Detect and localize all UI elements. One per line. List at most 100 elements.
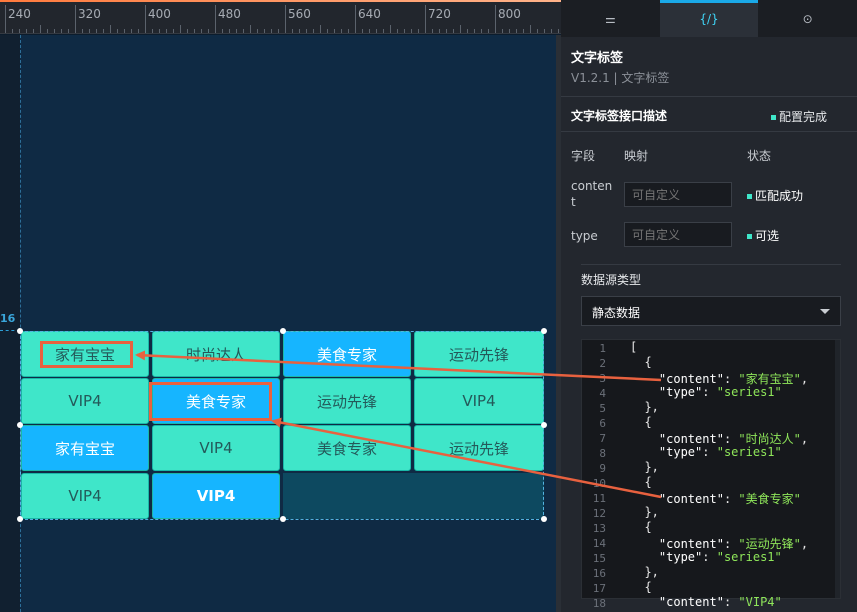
ruler-tick xyxy=(61,29,62,33)
highlight-box xyxy=(149,382,272,421)
ruler-tick xyxy=(5,5,6,33)
line-number: 17 xyxy=(592,582,606,595)
ruler-tick xyxy=(369,29,370,33)
component-version: V1.2.1 | 文字标签 xyxy=(571,71,670,85)
ruler-tick xyxy=(243,29,244,33)
resize-handle[interactable] xyxy=(17,516,23,522)
text-tag[interactable]: 运动先锋 xyxy=(414,425,544,471)
line-number: 18 xyxy=(592,597,606,610)
line-number: 2 xyxy=(599,357,606,370)
field-name: type xyxy=(571,229,598,243)
ruler-tick xyxy=(425,5,426,33)
text-tag[interactable]: 美食专家 xyxy=(283,425,411,471)
ruler-tick xyxy=(474,29,475,33)
ruler-tick xyxy=(187,29,188,33)
ruler-tick xyxy=(257,29,258,33)
code-line: { xyxy=(630,475,652,489)
ruler-tick xyxy=(418,29,419,33)
datasource-select[interactable]: 静态数据 xyxy=(581,296,841,326)
interface-status: 配置完成 xyxy=(770,108,827,125)
ruler-tick xyxy=(96,29,97,33)
field-name: conten t xyxy=(571,179,613,209)
text-tag[interactable]: VIP4 xyxy=(21,473,149,519)
sliders-icon: ⚌ xyxy=(604,11,616,26)
ruler-tick xyxy=(82,29,83,33)
ruler-tick xyxy=(544,29,545,33)
ruler-tick xyxy=(285,5,286,33)
ruler-tick xyxy=(278,29,279,33)
ruler-tick xyxy=(467,29,468,33)
ruler-label: 800 xyxy=(498,7,521,21)
line-number: 9 xyxy=(599,462,606,475)
code-line: "content": "美食专家" xyxy=(658,492,801,506)
tab-interaction[interactable]: ⊙ xyxy=(758,0,857,37)
ruler-tick xyxy=(411,29,412,33)
field-status: 匹配成功 xyxy=(747,187,803,204)
text-tag[interactable]: VIP4 xyxy=(152,425,280,471)
text-tag[interactable]: VIP4 xyxy=(414,378,544,424)
ruler-label: 560 xyxy=(288,7,311,21)
text-tag[interactable]: 运动先锋 xyxy=(283,378,411,424)
ruler-tick xyxy=(558,29,559,33)
ruler-tick xyxy=(320,25,321,33)
ruler-tick xyxy=(432,29,433,33)
code-line: }, xyxy=(630,505,659,519)
ruler-tick xyxy=(131,29,132,33)
ruler-tick xyxy=(222,29,223,33)
resize-handle[interactable] xyxy=(280,328,286,334)
resize-handle[interactable] xyxy=(17,422,23,428)
ruler-tick xyxy=(201,29,202,33)
line-number: 7 xyxy=(599,432,606,445)
divider xyxy=(581,264,841,265)
code-line: }, xyxy=(630,460,659,474)
ruler-tick xyxy=(537,29,538,33)
ruler-label: 640 xyxy=(358,7,381,21)
resize-handle[interactable] xyxy=(541,422,547,428)
code-line: { xyxy=(630,355,652,369)
ruler-tick xyxy=(19,29,20,33)
text-tag[interactable]: VIP4 xyxy=(21,378,149,424)
editor-scrollbar[interactable] xyxy=(835,340,840,598)
empty-cell xyxy=(283,473,544,519)
divider xyxy=(561,96,857,97)
ruler-tick xyxy=(180,25,181,33)
panel-divider[interactable] xyxy=(556,35,561,612)
ruler-tick xyxy=(509,29,510,33)
ruler-tick xyxy=(68,29,69,33)
guide-value: 16 xyxy=(0,312,16,325)
resize-handle[interactable] xyxy=(280,516,286,522)
divider xyxy=(561,131,857,132)
ruler-tick xyxy=(334,29,335,33)
ruler-tick xyxy=(89,29,90,33)
code-line: "content": "时尚达人", xyxy=(658,432,809,446)
header-field: 字段 xyxy=(571,149,596,163)
code-line: [ xyxy=(630,340,638,354)
ruler-tick xyxy=(460,25,461,33)
text-tag[interactable]: 家有宝宝 xyxy=(21,425,149,471)
ruler-tick xyxy=(348,29,349,33)
tab-data[interactable]: {/} xyxy=(659,0,759,37)
mapping-input-content[interactable] xyxy=(624,182,732,207)
ruler-tick xyxy=(47,29,48,33)
text-tag[interactable]: VIP4 xyxy=(152,473,280,519)
resize-handle[interactable] xyxy=(541,328,547,334)
tab-settings[interactable]: ⚌ xyxy=(561,0,660,37)
arrow-line xyxy=(271,417,662,499)
field-status: 可选 xyxy=(747,227,779,244)
text-tag[interactable]: 美食专家 xyxy=(152,378,280,424)
ruler-tick xyxy=(75,5,76,33)
resize-handle[interactable] xyxy=(541,516,547,522)
resize-handle[interactable] xyxy=(17,328,23,334)
ruler-tick xyxy=(292,29,293,33)
datasource-value: 静态数据 xyxy=(592,306,641,320)
panel-tabs: ⚌ {/} ⊙ xyxy=(561,0,857,37)
mapping-input-type[interactable] xyxy=(624,222,732,247)
ruler-tick xyxy=(215,5,216,33)
horizontal-ruler: 240 320 400 480 560 640 720 800 xyxy=(0,0,561,34)
field-status-text: 可选 xyxy=(755,229,780,243)
ruler-tick xyxy=(138,29,139,33)
code-icon: {/} xyxy=(699,11,719,26)
ruler-tick xyxy=(306,29,307,33)
